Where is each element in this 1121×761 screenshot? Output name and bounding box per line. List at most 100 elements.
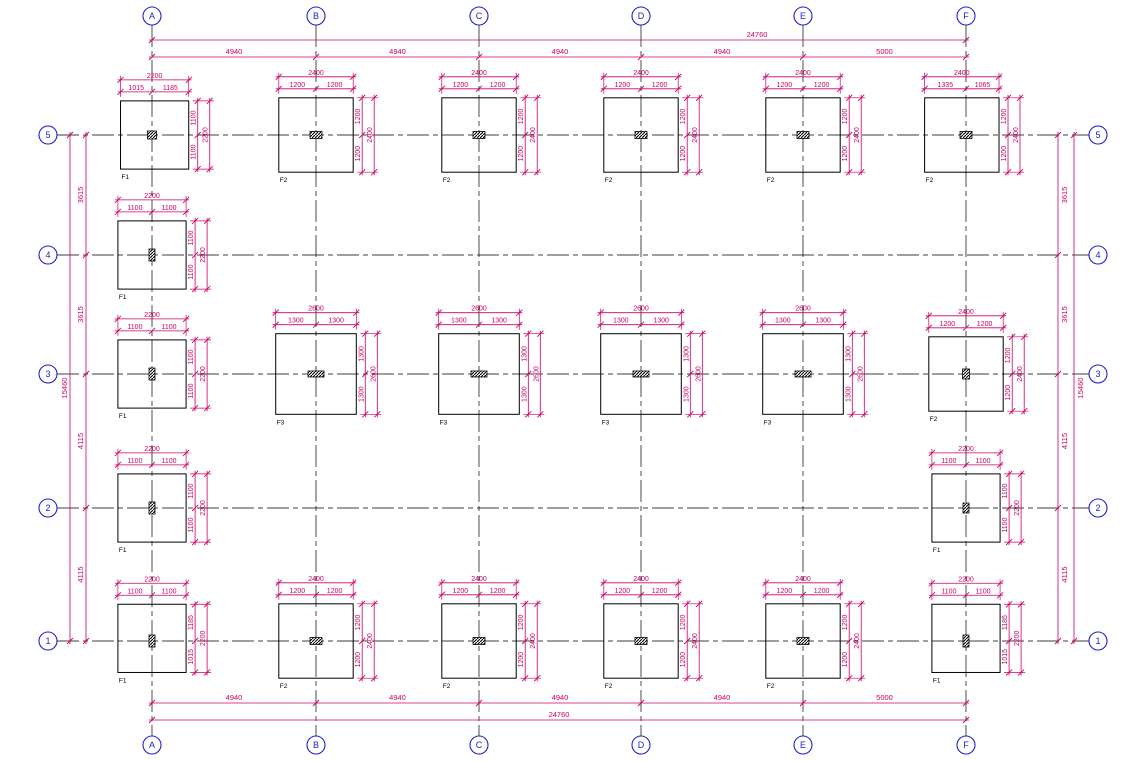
dim-text-segment: 4940 xyxy=(552,693,569,702)
footing-C1-outline xyxy=(441,603,517,679)
footing-A4-outline xyxy=(117,220,187,290)
dim-tick xyxy=(674,85,682,93)
dim-text-height-bottom: 1100 xyxy=(188,383,195,398)
dim-text-width-left: 1200 xyxy=(615,82,631,89)
dim-text-height-top: 1185 xyxy=(188,615,195,630)
footing-type-label: F2 xyxy=(280,177,288,184)
footing-type-label: F1 xyxy=(119,677,127,684)
dim-tick xyxy=(521,168,529,176)
dim-tick xyxy=(114,591,122,599)
dim-tick xyxy=(438,73,446,81)
dim-tick xyxy=(1008,333,1016,341)
dim-tick xyxy=(686,330,694,338)
dim-tick xyxy=(674,591,682,599)
dim-text-width-left: 1300 xyxy=(288,318,304,325)
dim-tick xyxy=(312,321,320,329)
dim-tick xyxy=(148,208,156,216)
dim-tick xyxy=(1054,251,1062,259)
dim-tick xyxy=(148,461,156,469)
column-section-F1 xyxy=(962,634,970,648)
footing-type-label: F3 xyxy=(602,419,610,426)
grid-bubble-bottom-F-circle xyxy=(956,735,976,755)
dim-text-segment: 4940 xyxy=(389,47,406,56)
dim-tick xyxy=(191,370,199,378)
footing-A2-outline xyxy=(117,473,187,543)
dim-tick xyxy=(674,579,682,587)
dim-tick xyxy=(962,591,970,599)
column-section-A2 xyxy=(148,501,156,515)
footing-type-label: F1 xyxy=(122,174,130,181)
dim-text-height-overall: 2200 xyxy=(203,127,210,143)
grid-bubble-left-2-circle xyxy=(38,498,58,518)
dim-tick xyxy=(275,73,283,81)
dim-text-width-overall: 2200 xyxy=(144,576,160,583)
dim-tick xyxy=(203,669,211,676)
dim-text-height-top: 1300 xyxy=(845,346,852,362)
dim-text-segment: 4115 xyxy=(1060,433,1069,449)
dim-tick xyxy=(637,699,645,707)
dim-tick xyxy=(114,315,122,323)
dim-tick xyxy=(524,330,532,338)
dim-text-width-right: 1200 xyxy=(490,588,506,595)
dim-text-height-bottom: 1300 xyxy=(521,386,528,402)
dim-tick xyxy=(996,461,1004,469)
dim-tick xyxy=(533,94,541,102)
footing-F1-outline xyxy=(931,603,1001,673)
footing-type-label: F3 xyxy=(440,419,448,426)
dim-text-height-bottom: 1100 xyxy=(1002,517,1009,532)
dim-tick xyxy=(962,699,970,707)
dim-tick xyxy=(352,321,360,329)
dim-text-height-bottom: 1300 xyxy=(358,386,365,402)
column-section-D3 xyxy=(632,370,650,378)
dim-tick xyxy=(358,637,366,645)
grid-bubble-left-4-label: 4 xyxy=(45,250,50,260)
footing-F2-outline xyxy=(931,473,1001,543)
dim-text-width-right: 1200 xyxy=(490,82,506,89)
column-section-A4 xyxy=(148,248,156,262)
dim-tick xyxy=(203,336,211,344)
dim-text-segment: 4940 xyxy=(226,47,243,56)
dim-text-height-overall: 2200 xyxy=(200,366,207,382)
dim-tick xyxy=(533,674,541,682)
dim-tick xyxy=(762,591,770,599)
dim-tick xyxy=(182,196,190,204)
dim-tick xyxy=(637,591,645,599)
dim-text-height-top: 1300 xyxy=(683,346,690,362)
dim-tick xyxy=(148,716,156,724)
dim-tick xyxy=(845,637,853,645)
dim-tick xyxy=(524,410,532,418)
dim-tick xyxy=(524,370,532,378)
dim-tick xyxy=(600,73,608,81)
dim-tick xyxy=(962,461,970,469)
dim-text-height-overall: 2400 xyxy=(854,127,861,143)
dim-text-segment: 4940 xyxy=(714,47,731,56)
dim-tick xyxy=(536,410,544,418)
grid-bubble-top-D-label: D xyxy=(638,11,645,21)
dim-tick xyxy=(521,637,529,645)
dim-text-width-left: 1200 xyxy=(290,82,306,89)
dim-text-width-right: 1300 xyxy=(491,318,507,325)
dim-tick xyxy=(373,330,381,338)
grid-bubble-top-E-circle xyxy=(793,6,813,26)
dim-tick xyxy=(203,470,211,478)
grid-bubble-left-3-circle xyxy=(38,364,58,384)
footing-type-label: F1 xyxy=(933,547,941,554)
dim-tick xyxy=(1070,131,1078,139)
grid-bubble-top-C-label: C xyxy=(476,11,483,21)
dim-tick xyxy=(475,53,483,61)
dim-tick xyxy=(860,410,868,418)
dim-text-height-overall: 2400 xyxy=(854,633,861,649)
dim-tick xyxy=(512,73,520,81)
dim-tick xyxy=(275,85,283,93)
footing-E3-outline xyxy=(762,333,844,415)
dim-text-height-top: 1200 xyxy=(842,615,849,631)
dim-tick xyxy=(438,591,446,599)
dim-text-segment: 4115 xyxy=(1060,566,1069,582)
dim-tick xyxy=(203,600,211,608)
grid-bubble-right-5-circle xyxy=(1088,125,1108,145)
dim-tick xyxy=(191,217,199,225)
dim-text-height-top: 1200 xyxy=(355,615,362,631)
dim-text-width-left: 1200 xyxy=(777,588,793,595)
dim-text-segment: 5000 xyxy=(876,693,893,702)
footing-type-label: F2 xyxy=(605,683,613,690)
